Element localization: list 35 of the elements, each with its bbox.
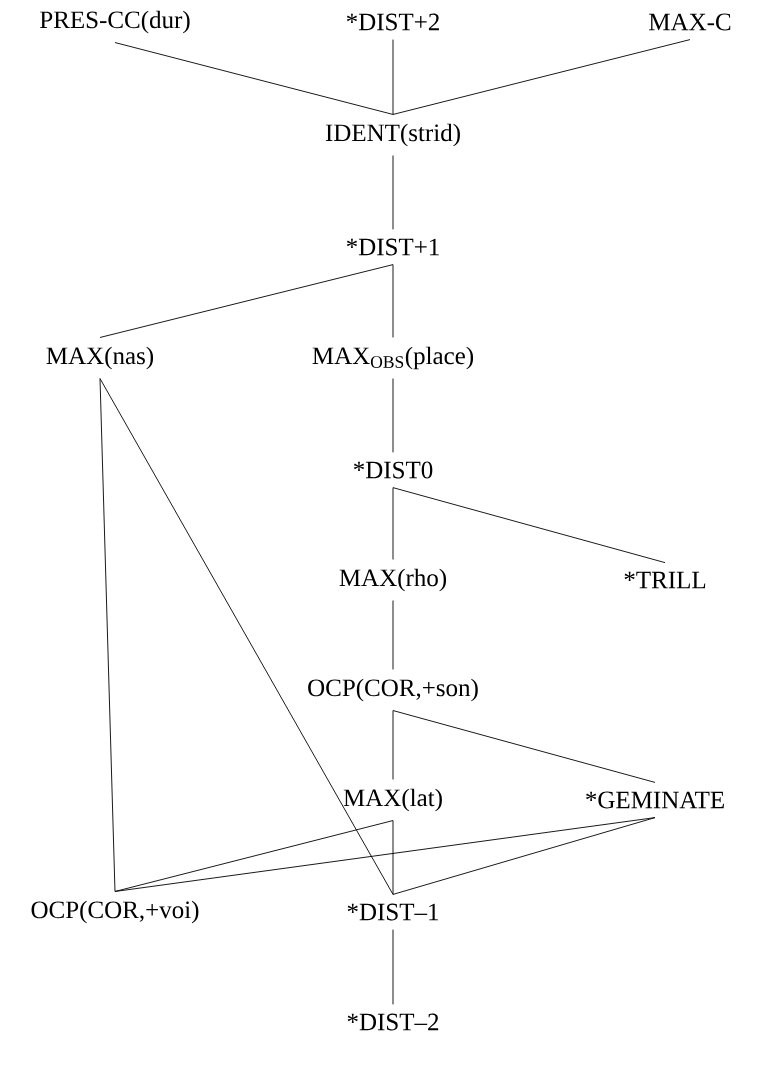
constraint-label: PRES-CC(dur) [40, 10, 190, 34]
ranking-line [99, 378, 394, 895]
constraint-label: IDENT(strid) [325, 123, 460, 147]
ranking-line [99, 264, 394, 338]
ranking-line [99, 378, 116, 892]
constraint-label: OCP(COR,+son) [308, 678, 478, 702]
ranking-line [392, 487, 394, 560]
constraint-label: *TRILL [624, 571, 706, 589]
constraint-label: MAX$_{OBS}$(place) [312, 346, 474, 370]
constraint-label: *DIST–2 [347, 1013, 439, 1031]
ranking-line [392, 710, 394, 780]
constraint-label: MAX(nas) [46, 346, 154, 370]
ranking-line [392, 820, 394, 895]
ranking-line [392, 39, 394, 115]
constraint-label: *DIST0 [353, 461, 433, 479]
constraint-label: OCP(COR,+voi) [31, 900, 199, 924]
ranking-line [392, 155, 394, 230]
constraint-label: *DIST+2 [346, 13, 439, 31]
ranking-line [392, 929, 394, 1005]
ranking-line [392, 39, 691, 115]
constraint-label: *DIST+1 [346, 238, 439, 256]
ranking-line [392, 600, 394, 670]
ranking-line [392, 710, 656, 783]
constraint-label: *DIST–1 [347, 903, 438, 921]
ranking-line [392, 487, 666, 564]
ranking-line [392, 817, 656, 895]
constraint-label: *GEMINATE [586, 791, 724, 809]
ranking-line [114, 817, 656, 892]
ranking-line [114, 42, 394, 115]
ranking-line [114, 820, 394, 892]
ranking-line [392, 378, 394, 453]
constraint-label: MAX-C [649, 13, 731, 31]
constraint-label: MAX(rho) [339, 568, 447, 592]
constraint-label: MAX(lat) [343, 788, 442, 812]
ranking-line [392, 264, 394, 338]
